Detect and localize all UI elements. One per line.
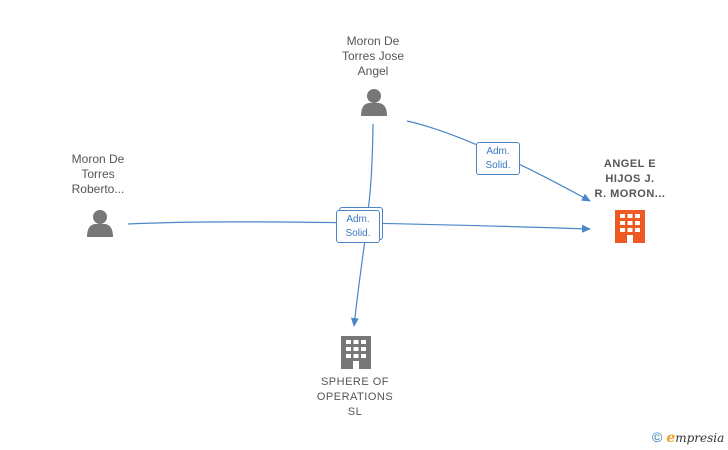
node-label-sphere[interactable]: SPHERE OF OPERATIONS SL <box>300 375 410 420</box>
brand-logo-text: mpresia <box>675 431 725 445</box>
node-label-line: SL <box>347 406 363 418</box>
node-label-roberto[interactable]: Moron De Torres Roberto... <box>50 152 146 197</box>
edge-label-adm-solid[interactable]: Adm. Solid. <box>476 142 520 175</box>
node-label-line: HIJOS J. <box>605 173 655 185</box>
edge-label-line: Adm. <box>346 214 370 225</box>
node-label-line: Torres <box>81 167 115 181</box>
person-icon[interactable] <box>361 89 387 116</box>
edge-label-line: Solid. <box>485 160 511 171</box>
person-icon[interactable] <box>87 210 113 237</box>
building-icon[interactable] <box>341 336 371 369</box>
node-label-line: Moron De <box>71 152 125 166</box>
node-label-line: Roberto... <box>71 182 125 196</box>
brand-logo-e: e <box>666 430 676 446</box>
edge-label-line: Solid. <box>345 228 371 239</box>
node-label-line: ANGEL E <box>603 158 657 170</box>
brand-footer: ©empresia <box>652 429 724 447</box>
node-label-line: R. MORON... <box>594 188 666 200</box>
node-label-line: Torres Jose <box>341 49 405 63</box>
node-label-jose[interactable]: Moron De Torres Jose Angel <box>322 34 424 79</box>
node-label-line: Angel <box>357 64 389 78</box>
edge-roberto-to-sphere <box>350 239 366 327</box>
node-label-angel[interactable]: ANGEL E HIJOS J. R. MORON... <box>580 157 680 202</box>
edge-label-adm-solid-stacked[interactable]: Adm. Solid. <box>336 210 380 243</box>
copyright-icon: © <box>652 429 663 445</box>
node-label-line: SPHERE OF <box>320 376 390 388</box>
edge-label-line: Adm. <box>486 146 510 157</box>
node-label-line: OPERATIONS <box>316 391 394 403</box>
node-label-line: Moron De <box>346 34 400 48</box>
building-icon[interactable] <box>615 210 645 243</box>
edge-roberto-to-angel <box>127 221 591 233</box>
